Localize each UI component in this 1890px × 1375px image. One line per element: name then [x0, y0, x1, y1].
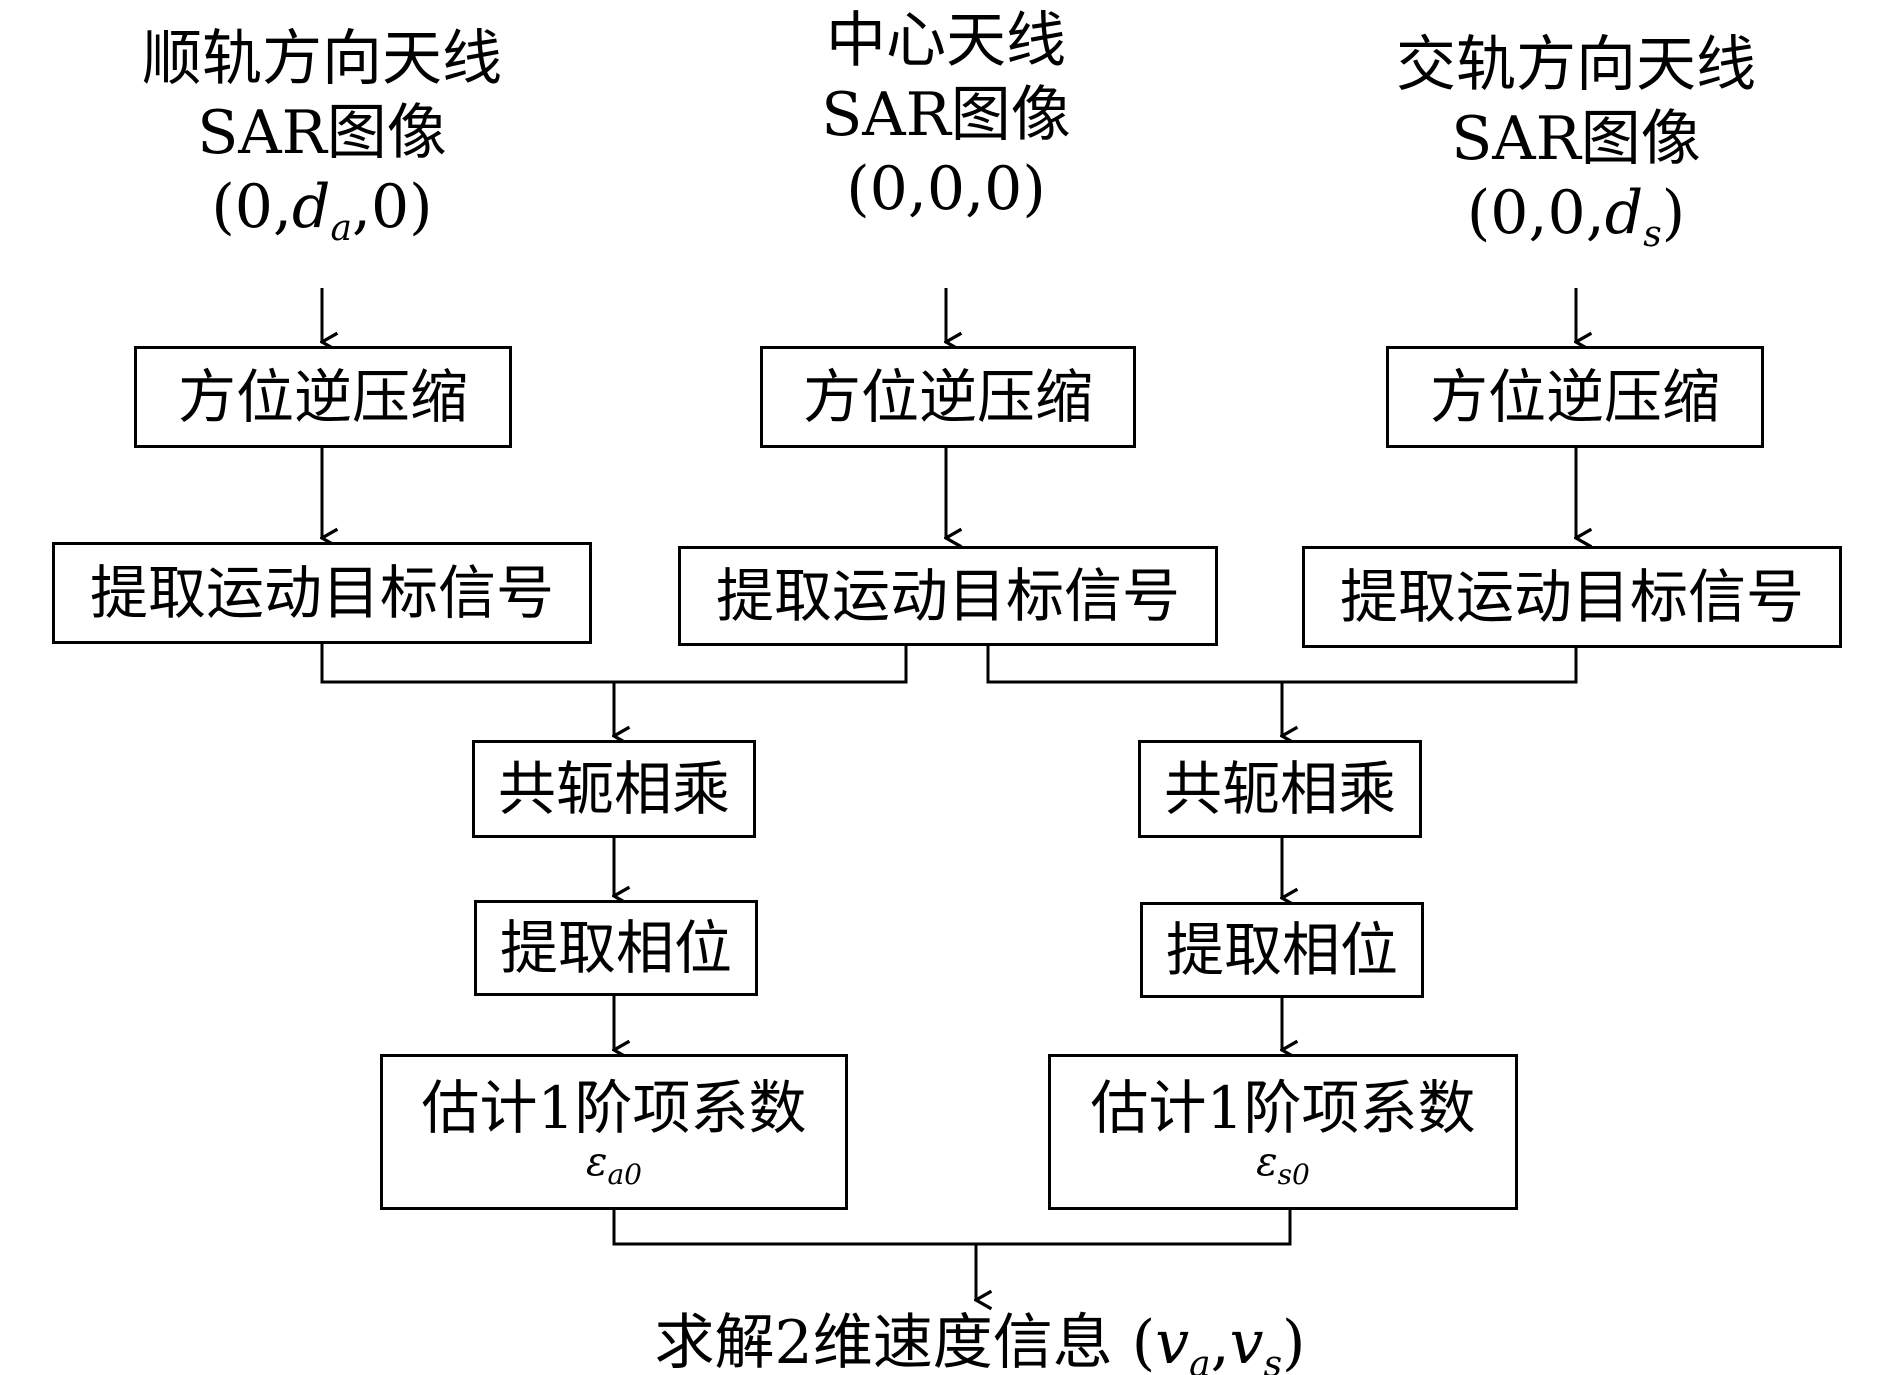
result-tuple: (va,vs)	[1131, 1308, 1306, 1375]
extract-target-box-left: 提取运动目标信号	[52, 542, 592, 644]
extract-target-label: 提取运动目标信号	[89, 558, 554, 627]
azimuth-inverse-box-right: 方位逆压缩	[1386, 346, 1764, 448]
extract-target-label: 提取运动目标信号	[1339, 562, 1804, 631]
conjugate-multiply-box-left: 共轭相乘	[472, 740, 756, 838]
source-cross-image-label: SAR图像	[1451, 104, 1701, 174]
coefficient-cross-symbol: εs0	[1256, 1138, 1310, 1191]
coefficient-along-symbol: εa0	[586, 1138, 642, 1191]
source-center-coordinates: (0,0,0)	[846, 154, 1046, 224]
result-velocity: 求解2维速度信息 (va,vs)	[600, 1294, 1360, 1375]
merge-line-right	[986, 644, 1578, 684]
extract-phase-box-left: 提取相位	[474, 900, 758, 996]
estimate-coefficient-label: 估计1阶项系数	[421, 1074, 807, 1143]
source-along-coordinates: (0,da,0)	[211, 172, 433, 249]
estimate-coefficient-label: 估计1阶项系数	[1090, 1074, 1476, 1143]
conjugate-multiply-box-right: 共轭相乘	[1138, 740, 1422, 838]
source-along-track: 顺轨方向天线 SAR图像 (0,da,0)	[112, 22, 532, 266]
conjugate-multiply-label: 共轭相乘	[497, 754, 730, 823]
azimuth-inverse-box-center: 方位逆压缩	[760, 346, 1136, 448]
merge-line-left	[320, 644, 908, 684]
extract-target-label: 提取运动目标信号	[715, 561, 1180, 630]
source-along-image-label: SAR图像	[197, 98, 447, 168]
azimuth-inverse-label: 方位逆压缩	[802, 362, 1093, 431]
source-cross-title: 交轨方向天线	[1396, 30, 1756, 100]
azimuth-inverse-label: 方位逆压缩	[1429, 362, 1720, 431]
result-text: 求解2维速度信息	[654, 1308, 1113, 1375]
source-center-image-label: SAR图像	[821, 80, 1071, 150]
extract-phase-box-right: 提取相位	[1140, 902, 1424, 998]
merge-line-final	[612, 1210, 1292, 1246]
conjugate-multiply-label: 共轭相乘	[1163, 754, 1396, 823]
source-center: 中心天线 SAR图像 (0,0,0)	[746, 4, 1146, 226]
estimate-coefficient-box-right: 估计1阶项系数 εs0	[1048, 1054, 1518, 1210]
extract-phase-label: 提取相位	[1165, 915, 1398, 984]
source-cross-coordinates: (0,0,ds)	[1466, 178, 1686, 255]
source-along-title: 顺轨方向天线	[142, 24, 502, 94]
source-cross-track: 交轨方向天线 SAR图像 (0,0,ds)	[1366, 28, 1786, 272]
azimuth-inverse-label: 方位逆压缩	[177, 362, 468, 431]
source-center-title: 中心天线	[826, 6, 1066, 76]
estimate-coefficient-box-left: 估计1阶项系数 εa0	[380, 1054, 848, 1210]
azimuth-inverse-box-left: 方位逆压缩	[134, 346, 512, 448]
extract-target-box-right: 提取运动目标信号	[1302, 546, 1842, 648]
extract-target-box-center: 提取运动目标信号	[678, 546, 1218, 646]
extract-phase-label: 提取相位	[499, 913, 732, 982]
